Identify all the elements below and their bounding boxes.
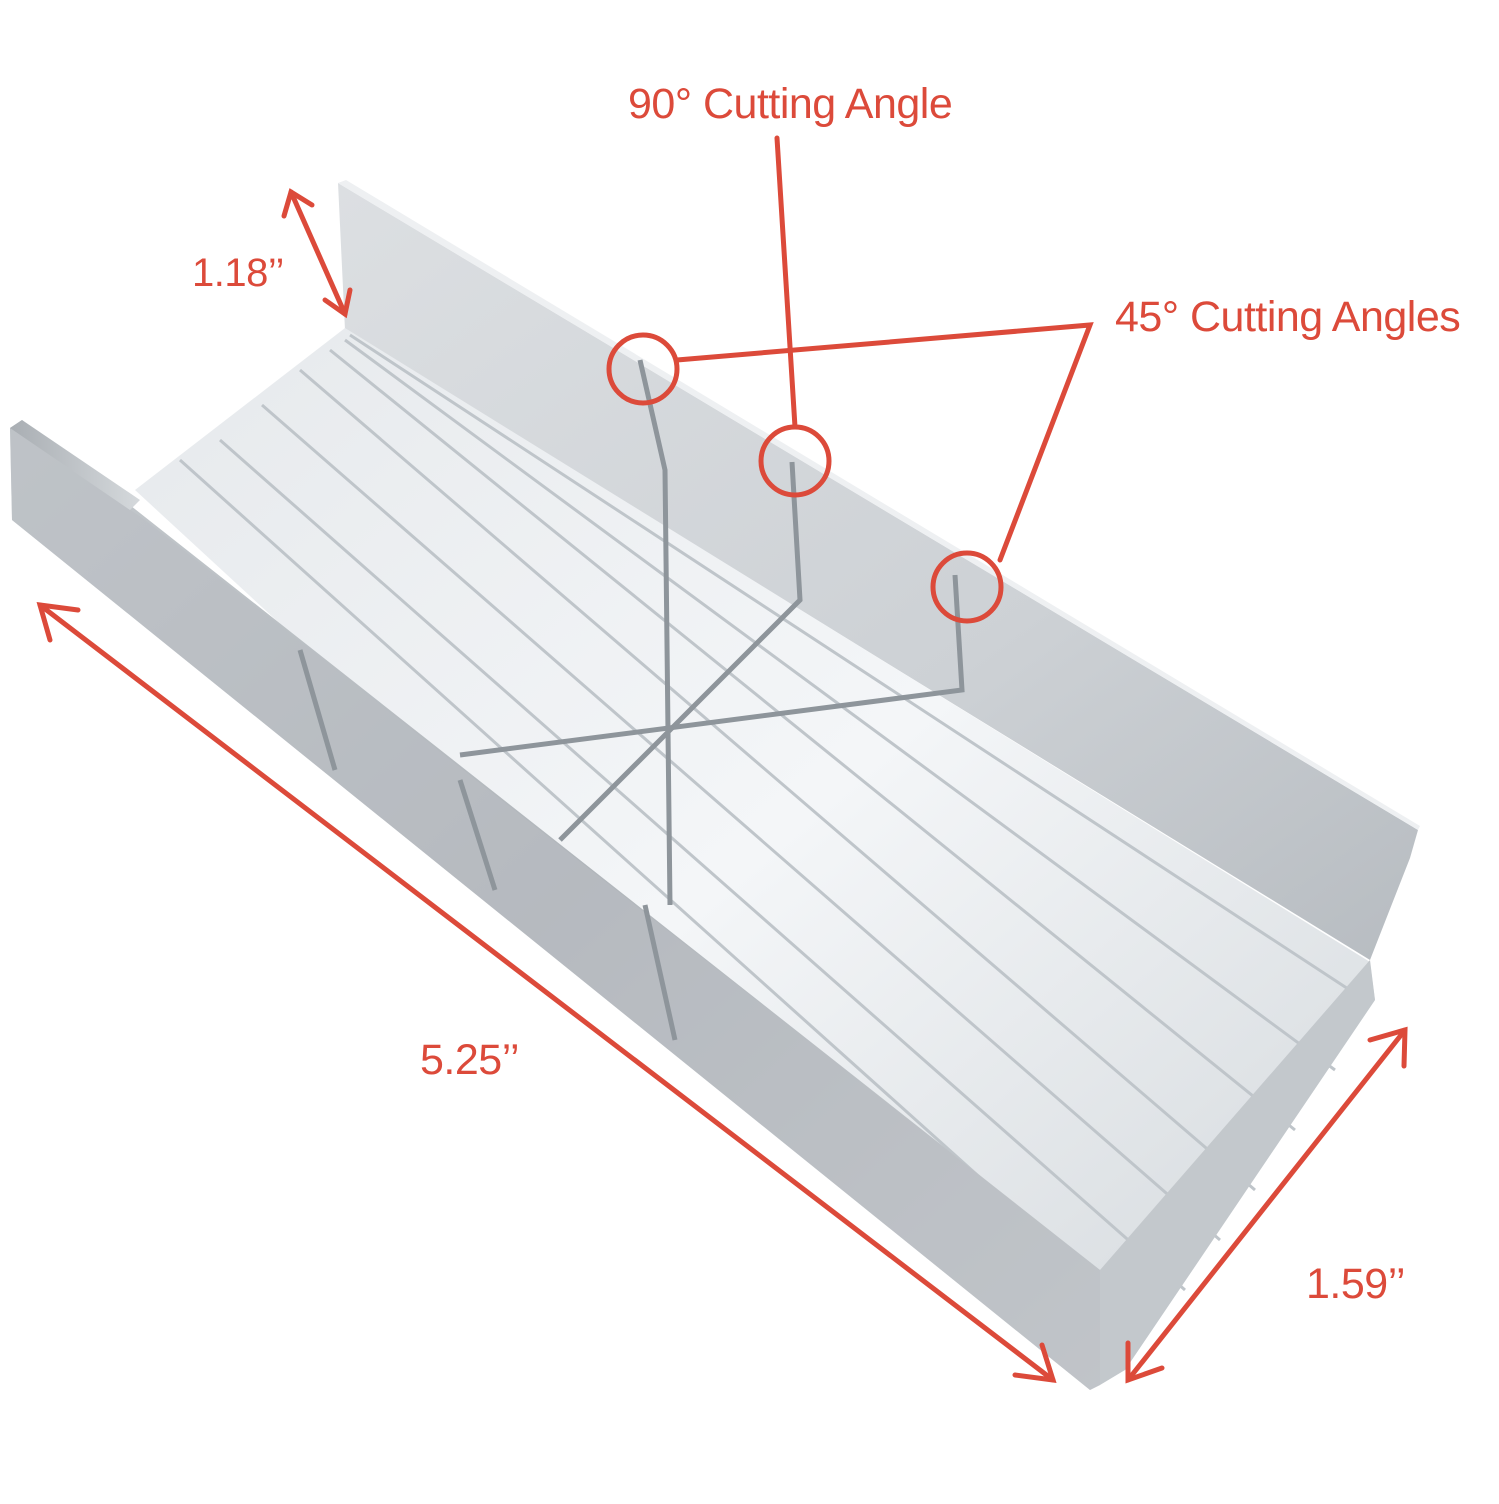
dimension-length-arrow-start xyxy=(36,602,81,643)
annotation-marks xyxy=(36,135,1408,1384)
dimension-height-arrow-top xyxy=(281,188,315,219)
leader-45 xyxy=(674,322,1094,563)
leader-90 xyxy=(774,135,798,430)
front-notch-1 xyxy=(297,649,338,771)
front-notch-3 xyxy=(642,904,678,1041)
front-wall-end xyxy=(10,420,140,510)
slot-45-right xyxy=(459,574,965,758)
dimension-width-arrow-top xyxy=(1367,1026,1408,1069)
slot-45-left xyxy=(637,359,673,906)
label-width: 1.59’’ xyxy=(1306,1260,1406,1308)
saw-slots xyxy=(297,359,965,1041)
circle-45-left xyxy=(606,332,680,406)
dimension-height-line xyxy=(288,189,348,317)
dimension-height-arrow-bottom xyxy=(322,287,353,319)
front-wall-face xyxy=(10,428,1100,1390)
dimension-length-arrow-end xyxy=(1012,1342,1057,1383)
label-wall-height: 1.18’’ xyxy=(192,251,284,295)
slot-90 xyxy=(558,461,803,842)
dimension-length-line xyxy=(37,602,1056,1383)
channel-floor xyxy=(135,328,1375,1380)
channel-end-cap xyxy=(1100,960,1375,1385)
dimension-width-arrow-bottom xyxy=(1125,1340,1165,1384)
back-wall-top-edge xyxy=(338,180,1420,830)
dimension-width-line xyxy=(1125,1027,1408,1383)
label-90-cutting-angle: 90° Cutting Angle xyxy=(628,80,953,128)
label-length: 5.25’’ xyxy=(420,1036,520,1084)
label-45-cutting-angles: 45° Cutting Angles xyxy=(1115,293,1461,341)
front-notch-2 xyxy=(457,779,498,891)
circle-45-right xyxy=(930,550,1004,624)
